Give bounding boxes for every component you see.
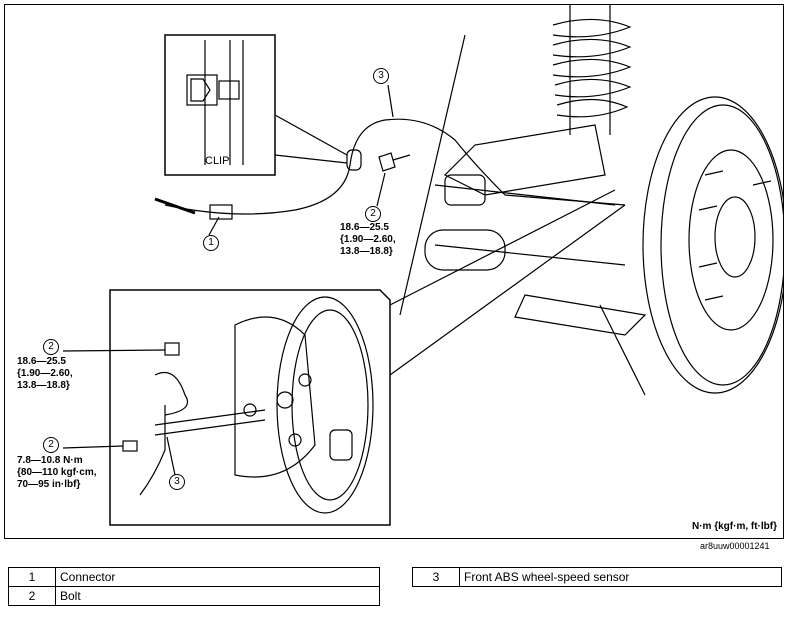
legend-row: 1 Connector (8, 567, 380, 587)
leader-2a (376, 172, 386, 207)
diagram-frame: CLIP 1 2 3 2 2 3 18.6—25.5 {1.90—2.60, 1… (4, 4, 784, 539)
callout-3-upper: 3 (373, 68, 389, 84)
torque-line: {1.90—2.60, (17, 368, 73, 379)
vehicle-side-harness (154, 197, 196, 215)
torque-line: 13.8—18.8} (17, 380, 70, 391)
legend-table-left: 1 Connector 2 Bolt (8, 567, 380, 606)
torque-line: 13.8—18.8} (340, 246, 393, 257)
leader-3b (166, 436, 176, 476)
torque-line: 7.8—10.8 N·m (17, 455, 83, 466)
brake-disc (642, 96, 783, 394)
clip-label: CLIP (205, 155, 230, 167)
knuckle-upper (443, 124, 606, 196)
torque-line: 70—95 in·lbf} (17, 479, 81, 490)
torque-inset-upper: 18.6—25.5 {1.90—2.60, 13.8—18.8} (17, 356, 73, 392)
torque-line: 18.6—25.5 (340, 222, 389, 233)
torque-line: {1.90—2.60, (340, 234, 396, 245)
callout-1: 1 (203, 235, 219, 251)
torque-line: 18.6—25.5 (17, 356, 66, 367)
lower-arm (514, 294, 647, 336)
callout-3-inset: 3 (169, 474, 185, 490)
sensor-harness (164, 118, 626, 215)
connector-shape (209, 204, 233, 220)
harness-clip (346, 149, 362, 171)
clip-detail (186, 74, 218, 106)
detail-inset-frame (109, 289, 391, 526)
units-note: N·m {kgf·m, ft·lbf} (692, 521, 777, 532)
figure-code: ar8uuw00001241 (700, 541, 770, 551)
suspension-illustration (62, 5, 783, 526)
torque-line: {80—110 kgf·cm, (17, 467, 97, 478)
legend-number: 1 (8, 567, 56, 587)
legend-name: Front ABS wheel-speed sensor (459, 567, 782, 587)
legend-number: 3 (412, 567, 460, 587)
inset-knuckle (122, 296, 374, 514)
legend-name: Connector (55, 567, 380, 587)
legend-row: 3 Front ABS wheel-speed sensor (412, 567, 782, 587)
legend-number: 2 (8, 586, 56, 606)
leader-2c (62, 445, 124, 449)
legend-name: Bolt (55, 586, 380, 606)
bolt-shape (378, 152, 411, 172)
leader-2b (62, 349, 166, 352)
stabilizer-bushing (424, 229, 506, 271)
leader-3a (387, 84, 394, 118)
clip-inset-frame (164, 34, 276, 176)
torque-upper: 18.6—25.5 {1.90—2.60, 13.8—18.8} (340, 222, 396, 258)
torque-inset-lower: 7.8—10.8 N·m {80—110 kgf·cm, 70—95 in·lb… (17, 455, 97, 491)
bracket (444, 174, 486, 206)
legend-row: 2 Bolt (8, 586, 380, 606)
leader-1 (208, 216, 220, 236)
legend-table-right: 3 Front ABS wheel-speed sensor (412, 567, 782, 587)
callout-2-inset-lower: 2 (43, 437, 59, 453)
callout-2-upper: 2 (365, 206, 381, 222)
coil-spring (552, 5, 632, 135)
callout-2-inset-upper: 2 (43, 339, 59, 355)
